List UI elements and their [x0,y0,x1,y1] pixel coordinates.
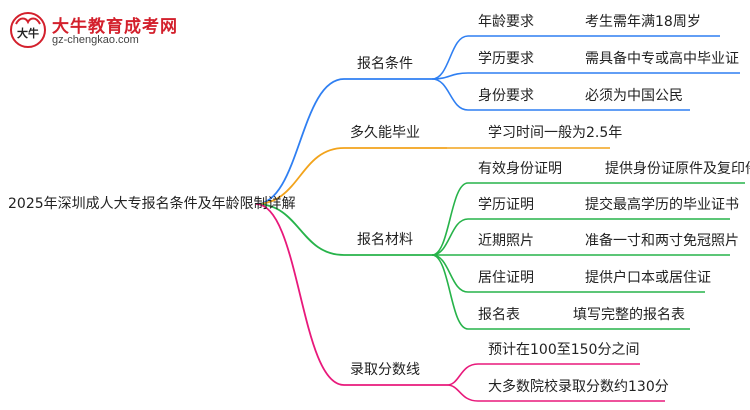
node-education-requirement-value: 需具备中专或高中毕业证 [585,51,739,67]
mindmap-root-title: 2025年深圳成人大专报名条件及年龄限制详解 [8,196,296,212]
connector-root-branch3 [255,203,345,256]
connector-root-branch4 [255,203,345,386]
connector-b3-c1 [431,182,469,256]
logo-name: 大牛教育成考网 [52,17,178,37]
connector-b3-c5 [431,254,469,330]
node-age-requirement: 年龄要求 [478,14,534,30]
connector-b1-c2 [431,72,469,80]
connector-b3-c2 [431,218,469,256]
node-residence-proof-value: 提供户口本或居住证 [585,270,711,286]
node-typical-score: 大多数院校录取分数约130分 [488,379,669,395]
node-education-requirement: 学历要求 [478,51,534,67]
node-age-requirement-value: 考生需年满18周岁 [585,14,701,30]
node-study-duration: 学习时间一般为2.5年 [488,125,623,141]
logo-url: gz-chengkao.com [52,34,139,46]
node-application-form-value: 填写完整的报名表 [573,307,685,323]
node-valid-id-value: 提供身份证原件及复印件 [605,161,750,177]
node-score-range: 预计在100至150分之间 [488,342,640,358]
node-residence-proof: 居住证明 [478,270,534,286]
branch-graduation-time: 多久能毕业 [350,125,420,141]
node-identity-requirement-value: 必须为中国公民 [585,88,683,104]
branch-registration-materials: 报名材料 [357,232,413,248]
logo-mark-text: 大牛 [17,26,39,40]
connector-b1-c3 [431,78,469,111]
connector-b1-c1 [431,35,469,80]
branch-registration-conditions: 报名条件 [357,56,413,72]
connector-b4-l1 [446,363,479,386]
node-education-proof: 学历证明 [478,197,534,213]
connector-root-branch1 [255,78,345,205]
node-application-form: 报名表 [478,307,520,323]
connector-b3-c4 [431,254,469,293]
connector-root-branch2 [255,147,345,205]
node-recent-photo: 近期照片 [478,233,534,249]
branch-admission-score: 录取分数线 [350,362,420,378]
node-identity-requirement: 身份要求 [478,88,534,104]
bull-logo-icon: 大牛 [10,12,46,48]
node-valid-id: 有效身份证明 [478,161,562,177]
connector-b4-l2 [446,384,479,402]
node-education-proof-value: 提交最高学历的毕业证书 [585,197,739,213]
node-recent-photo-value: 准备一寸和两寸免冠照片 [585,233,739,249]
site-logo[interactable]: 大牛 大牛教育成考网 gz-chengkao.com [8,10,198,50]
